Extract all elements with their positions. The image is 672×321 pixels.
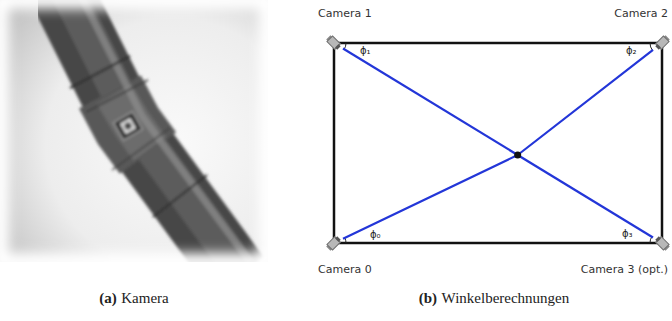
subfigure-title: Kamera — [121, 290, 168, 306]
angle-label: ϕ₀ — [370, 230, 381, 240]
subfigure-letter: (b) — [419, 290, 437, 306]
subfigure-caption: (a)Kamera — [99, 289, 168, 307]
subfigure-title: Winkelberechnungen — [442, 290, 570, 306]
camera-label: Camera 2 — [614, 7, 668, 20]
camera-icon — [653, 234, 671, 252]
room-outline — [334, 43, 662, 243]
camera-label: Camera 0 — [318, 263, 372, 276]
camera-icon — [325, 34, 343, 52]
sight-line — [343, 50, 653, 239]
subfigure-letter: (a) — [99, 290, 117, 306]
sight-line — [343, 48, 653, 237]
camera-icon — [325, 234, 343, 252]
camera-node: Camera 3 (opt.) — [653, 234, 671, 252]
subfigure-caption: (b) Winkelberechnungen — [419, 289, 570, 307]
camera-node: Camera 0 — [325, 234, 343, 252]
intersection-dot — [514, 152, 521, 159]
camera-node: Camera 1 — [325, 34, 343, 52]
camera-label: Camera 3 (opt.) — [581, 263, 668, 276]
angle-label: ϕ₂ — [626, 46, 637, 56]
camera-icon — [653, 34, 671, 52]
angle-label: ϕ₃ — [622, 229, 633, 239]
camera-label: Camera 1 — [318, 7, 372, 20]
camera-photo — [0, 0, 268, 262]
camera-node: Camera 2 — [653, 34, 671, 52]
angle-label: ϕ₁ — [360, 46, 371, 56]
